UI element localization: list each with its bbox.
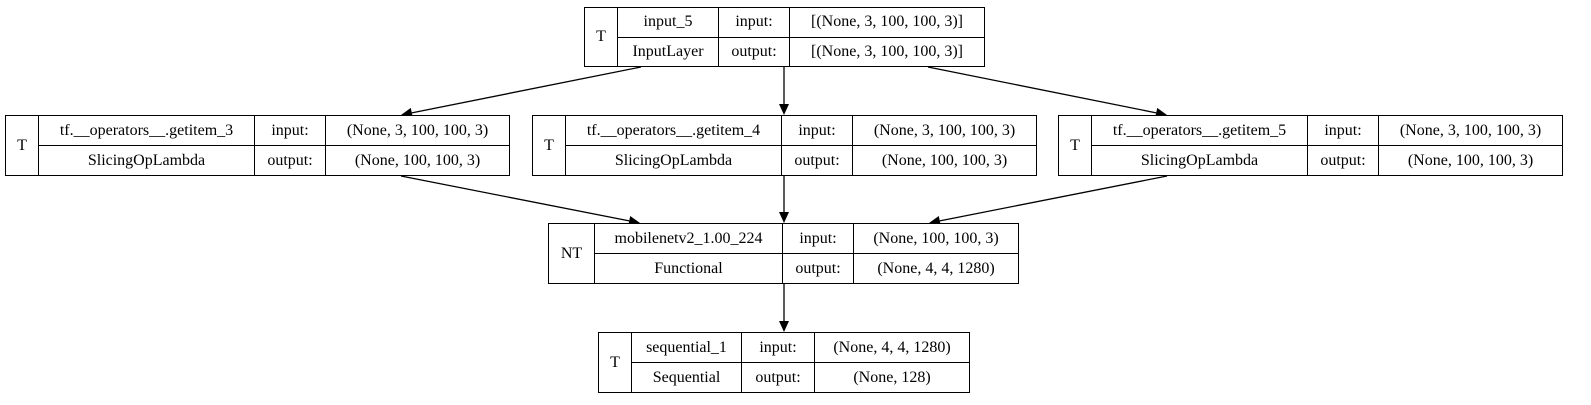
output-shape: (None, 4, 4, 1280) xyxy=(854,253,1018,283)
node-class: InputLayer xyxy=(618,36,718,67)
node-tag: T xyxy=(1059,116,1092,175)
edge-arrowhead xyxy=(779,321,789,332)
input-label: input: xyxy=(1324,121,1362,139)
edge-arrowhead xyxy=(779,104,789,115)
node-tag: T xyxy=(6,116,39,175)
node-tag: T xyxy=(585,8,618,66)
output-shape: (None, 100, 100, 3) xyxy=(1379,145,1562,175)
input-label: input: xyxy=(735,13,773,31)
output-label: output: xyxy=(719,36,789,67)
output-shape: [(None, 3, 100, 100, 3)] xyxy=(790,36,984,67)
node-class: Functional xyxy=(595,253,782,283)
output-label: output: xyxy=(783,253,853,283)
node-tag: T xyxy=(533,116,566,175)
node-getitem-3: T tf.__operators__.getitem_3 SlicingOpLa… xyxy=(5,115,510,176)
node-name: sequential_1 xyxy=(646,338,727,356)
input-label: input: xyxy=(271,121,309,139)
node-name: tf.__operators__.getitem_5 xyxy=(1112,121,1287,139)
node-class: SlicingOpLambda xyxy=(566,145,781,175)
input-shape: (None, 3, 100, 100, 3) xyxy=(1399,121,1542,139)
input-shape: (None, 3, 100, 100, 3) xyxy=(346,121,489,139)
node-input-5: T input_5 InputLayer input: output: [(No… xyxy=(584,7,985,67)
node-class: SlicingOpLambda xyxy=(39,145,254,175)
node-mobilenetv2: NT mobilenetv2_1.00_224 Functional input… xyxy=(548,223,1019,284)
edge-line xyxy=(939,175,1168,222)
output-label: output: xyxy=(255,145,325,175)
node-name: mobilenetv2_1.00_224 xyxy=(614,229,763,247)
node-name: tf.__operators__.getitem_4 xyxy=(586,121,761,139)
input-shape: (None, 4, 4, 1280) xyxy=(833,338,951,356)
output-shape: (None, 100, 100, 3) xyxy=(853,145,1036,175)
input-label: input: xyxy=(759,338,797,356)
node-class: Sequential xyxy=(632,362,741,392)
node-getitem-5: T tf.__operators__.getitem_5 SlicingOpLa… xyxy=(1058,115,1563,176)
node-tag: NT xyxy=(549,224,595,283)
input-shape: (None, 100, 100, 3) xyxy=(873,229,999,247)
output-shape: (None, 100, 100, 3) xyxy=(326,145,509,175)
output-label: output: xyxy=(742,362,814,392)
node-name: tf.__operators__.getitem_3 xyxy=(59,121,234,139)
edge-line xyxy=(400,175,630,222)
node-tag: T xyxy=(599,333,632,392)
input-label: input: xyxy=(799,229,837,247)
input-shape: (None, 3, 100, 100, 3) xyxy=(873,121,1016,139)
output-label: output: xyxy=(1308,145,1378,175)
node-sequential-1: T sequential_1 Sequential input: output:… xyxy=(598,332,970,393)
output-shape: (None, 128) xyxy=(815,362,969,392)
input-label: input: xyxy=(798,121,836,139)
edge-line xyxy=(927,66,1157,114)
output-label: output: xyxy=(782,145,852,175)
node-getitem-4: T tf.__operators__.getitem_4 SlicingOpLa… xyxy=(532,115,1037,176)
edge-line xyxy=(411,66,642,114)
node-name: input_5 xyxy=(643,13,693,31)
input-shape: [(None, 3, 100, 100, 3)] xyxy=(811,13,963,31)
edge-arrowhead xyxy=(779,212,789,223)
node-class: SlicingOpLambda xyxy=(1092,145,1307,175)
